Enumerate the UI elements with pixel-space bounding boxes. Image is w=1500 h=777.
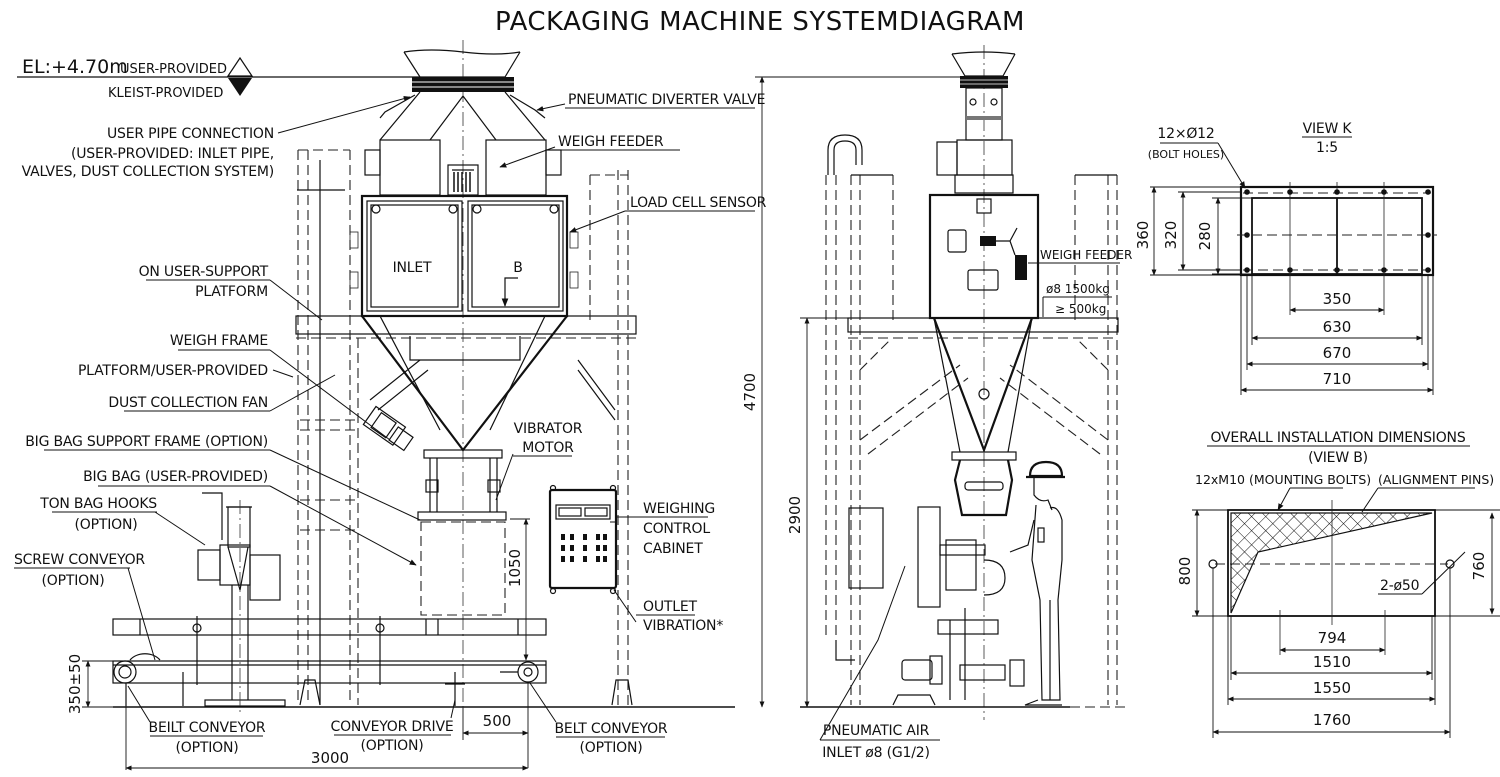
label-ton-bag-hooks-1: TON BAG HOOKS [39,496,157,512]
label-big-bag: BIG BAG (USER-PROVIDED) [83,469,268,485]
view-k-dim-630: 630 [1323,318,1352,336]
label-user-pipe-2: (USER-PROVIDED: INLET PIPE, [71,146,274,162]
view-b-dim-794: 794 [1318,629,1347,647]
view-b-dim-800: 800 [1176,557,1194,586]
view-k-bolt-holes-1: 12×Ø12 [1157,126,1214,142]
view-b-alignment-pins: (ALIGNMENT PINS) [1378,472,1494,487]
label-weigh-frame: WEIGH FRAME [170,333,268,349]
view-k-dim-350: 350 [1323,290,1352,308]
front-view-labels: USER PIPE CONNECTION (USER-PROVIDED: INL… [14,92,767,756]
label-belt-conveyor-1: BELT CONVEYOR [555,721,668,737]
view-k: VIEW K 1:5 12×Ø12 (BOLT HOLES) 320 280 [1148,121,1437,395]
label-weigh-feeder: WEIGH FEEDER [558,134,664,150]
label-on-user-support-1: ON USER-SUPPORT [139,264,269,280]
label-beilt-conveyor-1: BEILT CONVEYOR [149,720,266,736]
dim-length: 3000 [311,749,349,767]
label-weighing-control-3: CABINET [643,541,703,557]
view-b-pin-holes: 2-ø50 [1380,578,1419,594]
dim-total-height: 4700 [741,373,759,411]
label-ton-bag-hooks-2: (OPTION) [75,517,138,533]
label-weighing-control-2: CONTROL [643,521,710,537]
dim-offset: 500 [483,712,512,730]
diagram-title: PACKAGING MACHINE SYSTEMDIAGRAM [495,7,1025,37]
side-label-weigh-feeder: WEIGH FEEDER [1040,248,1132,262]
view-b-mounting-bolts: 12xM10 (MOUNTING BOLTS) [1195,472,1371,487]
label-belt-conveyor-2: (OPTION) [580,740,643,756]
side-view-annotations: 4700 2900 WEIGH FEEDER ø8 1500kg ≥ 500kg… [741,76,1152,761]
inlet-label: INLET [393,260,432,276]
label-outlet-vibration-1: OUTLET [643,599,697,615]
side-label-capacity-1: ø8 1500kg [1046,282,1110,296]
label-outlet-vibration-2: VIBRATION* [643,618,723,634]
view-b-dim-760: 760 [1470,552,1488,581]
view-b-marker: B [513,260,522,276]
view-b: OVERALL INSTALLATION DIMENSIONS (VIEW B)… [1176,430,1500,738]
view-k-dim-280: 280 [1196,222,1214,251]
label-weighing-control-1: WEIGHING [643,501,715,517]
view-k-title: VIEW K [1303,121,1353,137]
elevation-kleist-provided: KLEIST-PROVIDED [108,86,223,101]
elevation-triangle-filled-icon [228,78,252,96]
label-dust-collection-fan: DUST COLLECTION FAN [108,395,268,411]
dim-bag-height: 1050 [506,549,524,587]
label-screw-conveyor-2: (OPTION) [42,573,105,589]
view-k-dim-320: 320 [1162,221,1180,250]
dim-conveyor-height: 350±50 [66,654,84,714]
label-load-cell-sensor: LOAD CELL SENSOR [630,195,767,211]
label-user-pipe-1: USER PIPE CONNECTION [107,126,274,142]
worker-figure [1009,460,1065,706]
elevation-user-provided: USER-PROVIDED [120,62,227,77]
side-label-pneumatic-air-2: INLET ø8 (G1/2) [822,745,929,761]
cabinet-buttons [561,534,607,562]
elevation-mark: EL:+4.70m USER-PROVIDED KLEIST-PROVIDED [17,56,420,101]
front-view-leaders [127,95,637,723]
front-view: INLET B [112,40,735,715]
side-label-capacity-2: ≥ 500kg [1055,302,1106,316]
bolt-hole-markers [1244,189,1431,273]
view-b-dim-1760: 1760 [1313,711,1351,729]
view-k-bolt-holes-2: (BOLT HOLES) [1148,148,1224,161]
label-screw-conveyor-1: SCREW CONVEYOR [14,552,145,568]
view-k-dim-710: 710 [1323,370,1352,388]
view-b-subtitle: (VIEW B) [1308,450,1368,466]
view-b-title: OVERALL INSTALLATION DIMENSIONS [1210,430,1465,446]
view-k-dim-670: 670 [1323,344,1352,362]
view-k-scale: 1:5 [1316,140,1338,156]
label-pneumatic-diverter-valve: PNEUMATIC DIVERTER VALVE [568,92,765,108]
side-label-pneumatic-air-1: PNEUMATIC AIR [823,723,930,739]
label-on-user-support-2: PLATFORM [195,284,268,300]
label-platform-user-provided: PLATFORM/USER-PROVIDED [78,363,268,379]
view-b-dim-1510: 1510 [1313,653,1351,671]
label-beilt-conveyor-2: (OPTION) [176,740,239,756]
label-vibrator-motor-2: MOTOR [522,440,574,456]
label-conveyor-drive-1: CONVEYOR DRIVE [331,719,454,735]
dim-platform-height: 2900 [786,496,804,534]
view-b-dim-1550: 1550 [1313,679,1351,697]
elevation-level: EL:+4.70m [22,56,128,78]
elevation-triangle-open-icon [226,56,254,77]
label-user-pipe-3: VALVES, DUST COLLECTION SYSTEM) [22,164,274,180]
side-view [755,45,1125,720]
dim-flange-height-side: 360 [1134,221,1152,250]
label-vibrator-motor-1: VIBRATOR [514,421,583,437]
front-view-dimensions: 350±50 1050 500 3000 [66,518,530,771]
label-conveyor-drive-2: (OPTION) [361,738,424,754]
label-big-bag-support-frame: BIG BAG SUPPORT FRAME (OPTION) [25,434,268,450]
